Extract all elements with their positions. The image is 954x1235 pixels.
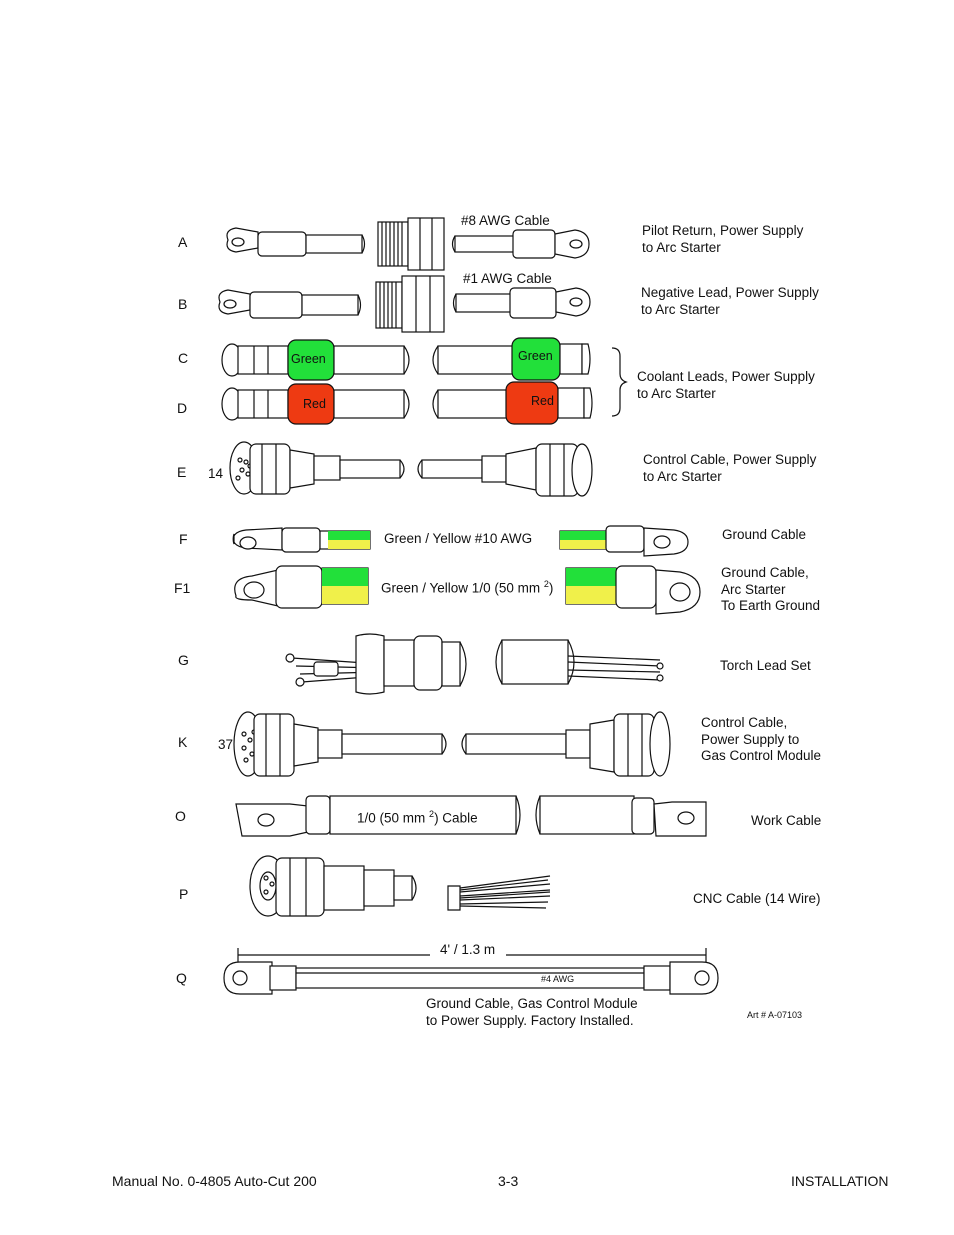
row-letter-b: B (178, 296, 188, 312)
cable-label-f: Green / Yellow #10 AWG (384, 531, 533, 546)
cable-label-a: #8 AWG Cable (461, 213, 550, 228)
desc-e-line2: to Arc Starter (643, 468, 722, 484)
pin-count-k: 37 (218, 737, 234, 752)
cable-label-b: #1 AWG Cable (463, 271, 552, 286)
desc-f: Ground Cable (722, 527, 806, 544)
desc-q: Ground Cable, Gas Control Module to Powe… (426, 996, 638, 1029)
desc-f-line1: Ground Cable (722, 527, 807, 542)
cable-label-f1-end: ) (548, 580, 554, 596)
desc-b: Negative Lead, Power Supply to Arc Start… (641, 285, 819, 318)
row-a-drawing (226, 217, 590, 271)
desc-f1-line2: Arc Starter (721, 581, 786, 597)
row-letter-g: G (178, 652, 189, 668)
row-f-drawing (232, 525, 689, 557)
desc-e-line1: Control Cable, Power Supply (643, 452, 817, 467)
row-letter-d: D (177, 400, 188, 416)
tag-red-left: Red (303, 397, 326, 411)
desc-k: Control Cable, Power Supply to Gas Contr… (701, 715, 821, 765)
footer-section: INSTALLATION (791, 1173, 889, 1189)
desc-o-line1: Work Cable (751, 813, 822, 828)
desc-coolant: Coolant Leads, Power Supply to Arc Start… (637, 369, 815, 402)
row-q-drawing (223, 948, 719, 995)
cable-label-o: 1/0 (50 mm 2) Cable (357, 806, 478, 827)
coolant-brace (611, 347, 628, 417)
desc-g: Torch Lead Set (720, 658, 811, 675)
desc-a-line2: to Arc Starter (642, 239, 721, 255)
desc-p: CNC Cable (14 Wire) (693, 891, 821, 908)
row-d-drawing (221, 381, 593, 425)
desc-q-line1: Ground Cable, Gas Control Module (426, 996, 638, 1011)
row-b-drawing (218, 275, 591, 333)
cable-label-o-sup: 2 (429, 809, 435, 819)
row-f1-drawing (234, 565, 701, 615)
row-letter-q: Q (176, 970, 187, 986)
row-letter-c: C (178, 350, 189, 366)
row-letter-e: E (177, 464, 187, 480)
cable-label-f1-text: Green / Yellow 1/0 (50 mm (381, 580, 541, 596)
row-letter-p: P (179, 886, 189, 902)
length-q: 4' / 1.3 m (440, 942, 496, 957)
desc-f1: Ground Cable, Arc Starter To Earth Groun… (721, 565, 820, 615)
row-k-drawing (233, 711, 671, 777)
pin-count-e: 14 (208, 466, 224, 481)
row-letter-a: A (178, 234, 188, 250)
desc-coolant-line2: to Arc Starter (637, 385, 716, 401)
desc-a: Pilot Return, Power Supply to Arc Starte… (642, 223, 803, 256)
desc-b-line2: to Arc Starter (641, 301, 720, 317)
desc-a-line1: Pilot Return, Power Supply (642, 223, 804, 238)
tag-red-right: Red (531, 394, 554, 408)
art-number: Art # A-07103 (747, 1010, 803, 1020)
desc-coolant-line1: Coolant Leads, Power Supply (637, 369, 815, 384)
desc-k-line3: Gas Control Module (701, 748, 822, 763)
row-letter-f1: F1 (174, 580, 191, 596)
desc-f1-line3: To Earth Ground (721, 598, 821, 613)
cable-label-f1-sup: 2 (543, 579, 549, 589)
desc-e: Control Cable, Power Supply to Arc Start… (643, 452, 816, 485)
desc-p-line1: CNC Cable (14 Wire) (693, 891, 821, 906)
desc-k-line1: Control Cable, (701, 715, 788, 730)
desc-f1-line1: Ground Cable, (721, 565, 809, 580)
row-letter-f: F (179, 531, 188, 547)
desc-b-line1: Negative Lead, Power Supply (641, 285, 819, 300)
cable-label-o-end: ) Cable (434, 810, 478, 826)
row-letter-k: K (178, 734, 188, 750)
desc-k-line2: Power Supply to (701, 731, 800, 747)
tag-green-left: Green (291, 352, 326, 366)
row-letter-o: O (175, 808, 186, 824)
row-e-drawing (229, 441, 593, 497)
tag-green-right: Green (518, 349, 553, 363)
row-p-drawing (249, 855, 551, 917)
desc-g-line1: Torch Lead Set (720, 658, 811, 673)
row-o-drawing (235, 795, 707, 837)
cable-label-f1: Green / Yellow 1/0 (50 mm 2) (381, 576, 553, 597)
desc-o: Work Cable (751, 813, 821, 830)
desc-q-line2: to Power Supply. Factory Installed. (426, 1012, 634, 1028)
footer-manual-number: Manual No. 0-4805 Auto-Cut 200 (112, 1173, 317, 1189)
row-g-drawing (285, 633, 664, 695)
cable-label-o-text: 1/0 (50 mm (357, 810, 426, 826)
footer-page-number: 3-3 (498, 1173, 519, 1189)
wire-gauge-q: #4 AWG (541, 974, 575, 984)
row-c-drawing (221, 337, 591, 381)
